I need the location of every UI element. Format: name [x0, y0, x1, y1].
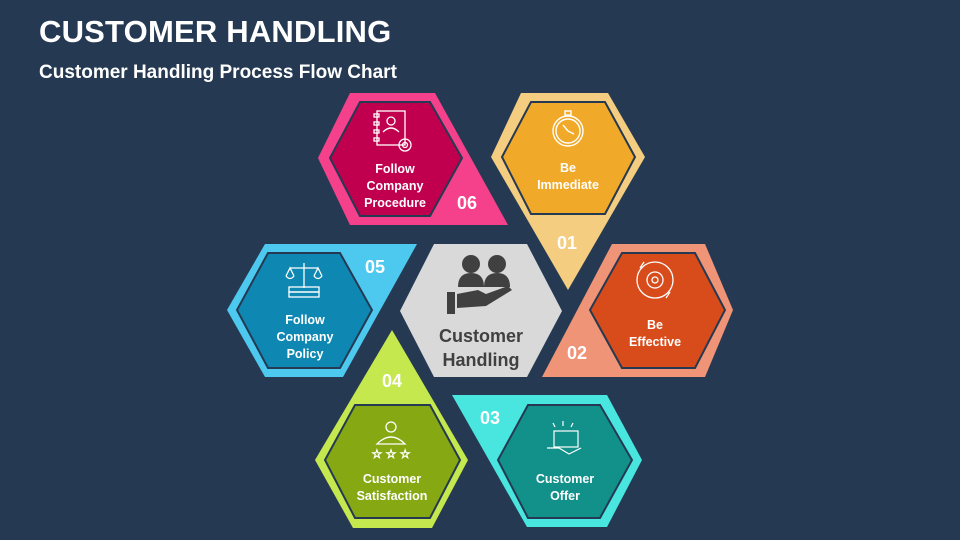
- folder-in-hand-icon: [547, 421, 582, 455]
- step-05-number: 05: [365, 257, 386, 277]
- scales-books-icon: [285, 263, 323, 298]
- step-01-label-line1: Be: [560, 161, 576, 175]
- step-01-hexagon: [500, 101, 637, 215]
- step-02-label: Be Effective: [600, 317, 710, 351]
- person-stars-icon: ☆ ☆ ☆: [371, 421, 411, 461]
- step-04[interactable]: ☆ ☆ ☆: [315, 330, 468, 528]
- step-06-hexagon: [328, 101, 464, 217]
- step-03-hexagon: [496, 404, 634, 519]
- step-02[interactable]: [542, 244, 733, 377]
- step-04-label-line2: Satisfaction: [356, 489, 428, 503]
- step-06-label-line3: Procedure: [364, 196, 426, 210]
- step-05-label: Follow Company Policy: [250, 312, 360, 363]
- center-label: Customer Handling: [411, 324, 551, 372]
- step-04-label: Customer Satisfaction: [337, 471, 447, 505]
- step-06-label-line1: Follow: [375, 162, 415, 176]
- step-06-number: 06: [457, 193, 478, 213]
- step-03-label: Customer Offer: [510, 471, 620, 505]
- gear-cycle-icon: [636, 261, 674, 299]
- step-03-label-line2: Offer: [550, 489, 580, 503]
- step-05-label-line2: Company: [276, 330, 334, 344]
- step-04-hexagon: [323, 404, 462, 519]
- step-03-label-line1: Customer: [535, 472, 595, 486]
- step-01-label: Be Immediate: [513, 160, 623, 194]
- center-label-line1: Customer: [438, 326, 523, 346]
- center-label-line2: Handling: [442, 350, 520, 370]
- step-06[interactable]: [318, 93, 508, 225]
- step-01-label-line2: Immediate: [537, 178, 599, 192]
- step-02-label-line1: Be: [647, 318, 663, 332]
- step-01[interactable]: [491, 93, 645, 290]
- step-04-number: 04: [382, 371, 403, 391]
- step-05-label-line1: Follow: [285, 313, 325, 327]
- step-02-label-line2: Effective: [628, 335, 682, 349]
- step-02-hexagon: [588, 252, 727, 369]
- stopwatch-icon: [552, 110, 584, 147]
- step-03[interactable]: [452, 395, 642, 527]
- step-01-number: 01: [557, 233, 578, 253]
- page-title: CUSTOMER HANDLING: [39, 14, 392, 49]
- contact-book-gear-icon: [373, 110, 412, 152]
- hand-holding-people-icon: [447, 255, 512, 314]
- center-hexagon: [400, 244, 562, 377]
- page-subtitle: Customer Handling Process Flow Chart: [39, 62, 397, 83]
- step-02-number: 02: [567, 343, 588, 363]
- step-05[interactable]: [227, 244, 417, 377]
- step-03-number: 03: [480, 408, 501, 428]
- step-05-hexagon: [235, 252, 374, 369]
- step-05-label-line3: Policy: [286, 347, 324, 361]
- step-04-label-line1: Customer: [362, 472, 422, 486]
- step-06-label-line2: Company: [366, 179, 424, 193]
- svg-text:☆ ☆ ☆: ☆ ☆ ☆: [372, 447, 411, 461]
- step-06-label: Follow Company Procedure: [340, 161, 450, 212]
